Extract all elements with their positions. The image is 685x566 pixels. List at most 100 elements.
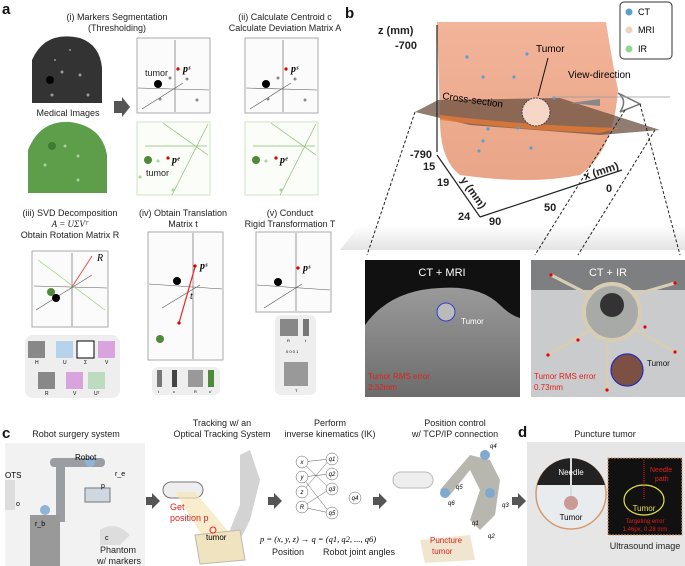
frame-rb: r_b (35, 521, 45, 528)
plot-step1: tumor pˢ (136, 37, 211, 114)
translation-label: t (190, 291, 193, 302)
step4-title: (iv) Obtain Translation (139, 208, 227, 218)
matrix-label: Σ (84, 360, 87, 366)
phantom-label: Phantom (100, 545, 136, 555)
pe-label: pᵉ (279, 155, 288, 166)
joint-angles-label: Robot joint angles (323, 547, 396, 557)
x-tick: 90 (489, 216, 501, 228)
ct-mri-title: CT + MRI (418, 267, 465, 279)
y-tick: 24 (458, 211, 471, 223)
robot-arm-model (420, 450, 500, 563)
tumor-label: Tumor (647, 359, 670, 368)
ik-input: x (300, 460, 305, 466)
ik-output: q1 (329, 457, 336, 463)
needle-path-label: Needle (650, 467, 672, 474)
targeting-error-label: Targeting error (625, 519, 664, 525)
translation-matrices: t c R c' (157, 370, 214, 394)
frame-o: o (16, 501, 20, 508)
frame-p: p (101, 483, 105, 490)
robot-arm-photo (5, 457, 130, 566)
rigid-matrices: R t 0 0 0 1 T (280, 319, 309, 393)
rotation-label: R (96, 253, 103, 264)
y-tick: 15 (423, 161, 435, 173)
error-label: Tumor RMS error (534, 372, 596, 381)
x-tick: 50 (544, 202, 556, 214)
ultrasound-image (607, 457, 683, 536)
tumor-label: tumor (146, 168, 169, 178)
robot-system-title: Robot surgery system (32, 429, 120, 439)
tumor-circle (521, 97, 551, 127)
tumor-label: Tumor (560, 513, 583, 522)
phantom-model (194, 529, 246, 565)
targeting-error-value: 1.46px, 0.28 mm (623, 527, 668, 533)
ps-label: pˢ (290, 64, 299, 75)
step2-title: (ii) Calculate Centroid c (238, 12, 332, 22)
puncture-sublabel: tumor (432, 547, 453, 556)
matrix-label: c' (209, 389, 212, 394)
panel-d-label: d (518, 424, 527, 441)
joint-label: q6 (448, 501, 455, 507)
ultrasound-label: Ultrasound image (610, 541, 681, 551)
get-position-sublabel: position p (170, 513, 209, 523)
joint-label: q4 (490, 444, 497, 450)
panel-a: a (i) Markers Segmentation (Thresholding… (2, 1, 341, 398)
legend: CT MRI IR (619, 1, 673, 60)
pe-label: pᵉ (171, 155, 180, 166)
joint-label: q2 (488, 534, 495, 540)
matrix-label: H (35, 360, 39, 366)
matrix-label: t (158, 389, 160, 394)
joint-label: q3 (502, 503, 509, 509)
step5-subtitle: Rigid Transformation T (245, 219, 336, 229)
step5-title: (v) Conduct (267, 208, 314, 218)
plot-step2: pˢ (244, 37, 319, 114)
panel-b-label: b (345, 5, 354, 22)
plot-step3: R (31, 250, 109, 328)
arrow-icon (146, 493, 160, 509)
arrow-icon (373, 493, 387, 509)
position-label: Position (272, 547, 304, 557)
error-value: 0.73mm (534, 383, 563, 392)
x-axis (479, 169, 623, 218)
legend-ir: IR (638, 44, 648, 54)
matrix-label: V (105, 360, 109, 366)
us-tumor-label: Tumor (633, 504, 656, 513)
needle-label: Needle (558, 468, 584, 477)
ik-network (295, 452, 362, 520)
tracking-subtitle: Optical Tracking System (173, 429, 270, 439)
ct-image (32, 36, 102, 103)
ps-label: pˢ (182, 64, 191, 75)
control-title: Position control (424, 418, 486, 428)
ik-input: z (300, 490, 304, 496)
x-tick: 0 (606, 183, 612, 195)
step1-title: (i) Markers Segmentation (66, 12, 167, 22)
matrix-label: R (194, 389, 197, 394)
step2-subtitle: Calculate Deviation Matrix A (229, 23, 342, 33)
z-tick: -700 (395, 40, 417, 52)
panel-b: b z (mm) -700 -790 15 19 24 y (mm) x (mm… (340, 1, 685, 397)
ct-ir-title: CT + IR (589, 267, 627, 279)
joint-label: q5 (456, 485, 463, 491)
ps-label: pˢ (199, 261, 208, 272)
legend-mri: MRI (638, 25, 655, 35)
panel-c: c Robot surgery system Robot OTS r_e p o… (2, 418, 526, 566)
ik-output: q5 (329, 511, 336, 517)
ik-subtitle: inverse kinematics (IK) (284, 429, 375, 439)
ct-ir-image: CT + IR Tumor Tumor RMS error 0.73mm (531, 260, 685, 397)
arrow-icon (268, 493, 282, 509)
tumor-marker (46, 76, 54, 84)
matrix-label: Uᵀ (94, 391, 101, 397)
ct-mri-image: CT + MRI Tumor Tumor RMS error 2.32mm (365, 260, 520, 397)
frame-c: c (105, 535, 109, 542)
error-label: Tumor RMS error (368, 372, 430, 381)
tumor-label: Tumor (461, 317, 484, 326)
panel-c-label: c (2, 425, 10, 442)
matrix-label: U (63, 360, 67, 366)
arrow-icon (512, 493, 526, 509)
view-arrow-icon (570, 99, 600, 106)
joint-label: q1 (472, 521, 479, 527)
step3-title: (iii) SVD Decomposition (22, 208, 117, 218)
matrix-label: T (295, 388, 298, 393)
needle-path-sublabel: path (655, 476, 669, 483)
plot-step1-green: pᵉ tumor (136, 121, 211, 196)
step3-subtitle: Obtain Rotation Matrix R (21, 230, 120, 240)
